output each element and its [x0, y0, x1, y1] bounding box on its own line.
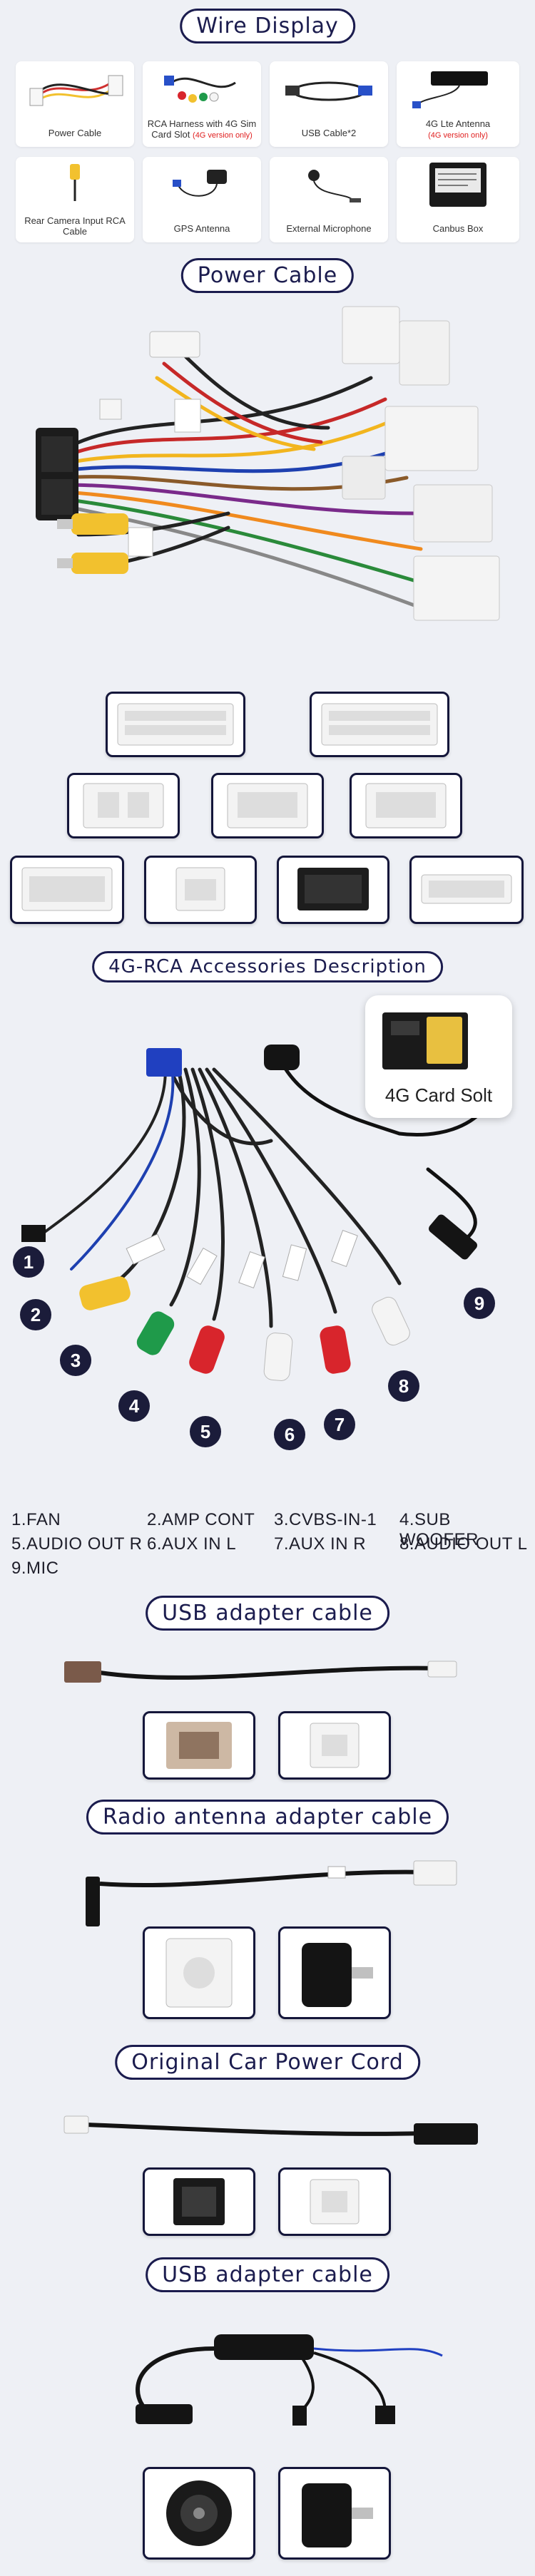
number-badge: 2: [20, 1299, 51, 1330]
power-cable-icon: [29, 75, 123, 106]
wire-item-canbus-box: Canbus Box: [397, 157, 519, 242]
connector-closeup: [211, 773, 324, 838]
wire-item-usb-cable: USB Cable*2: [270, 61, 388, 147]
original-power-cord-illustration: [63, 2115, 478, 2145]
connector-closeup: [277, 856, 389, 924]
legend-item: 4.SUB WOOFER: [399, 1510, 479, 1549]
wire-item-gps-antenna: GPS Antenna: [143, 157, 261, 242]
legend-item: 8.AUDIO OUT L: [399, 1534, 528, 1554]
connector-closeup: [278, 2167, 391, 2236]
section-title-usb-adapter: USB adapter cable: [146, 1596, 389, 1631]
canbus-box-icon: [429, 163, 486, 207]
sim-card-slot-callout: 4G Card Solt: [365, 995, 512, 1118]
number-badge: 7: [324, 1409, 355, 1440]
gps-antenna-icon: [173, 170, 227, 197]
section-title-usb-adapter-2: USB adapter cable: [146, 2257, 389, 2292]
usb-cable-icon: [285, 81, 372, 101]
number-badge: 6: [274, 1419, 305, 1450]
wire-item-label: Rear Camera Input RCA Cable: [24, 215, 126, 237]
connector-closeup: [350, 773, 462, 838]
section-title-radio-antenna: Radio antenna adapter cable: [86, 1800, 449, 1834]
version-note: (4G version only): [193, 131, 253, 140]
number-badge: 4: [118, 1390, 150, 1422]
lte-antenna-icon: [412, 71, 488, 108]
usb-adapter-cable-2-illustration: [136, 2334, 443, 2426]
connector-closeup: [278, 1926, 391, 2019]
connector-closeup: [106, 692, 245, 757]
wire-item-label: USB Cable*2: [301, 128, 357, 138]
legend-item: 5.AUDIO OUT R: [11, 1534, 143, 1554]
wire-item-label: RCA Harness with 4G Sim Card Slot (4G ve…: [147, 118, 257, 140]
legend-item: 3.CVBS-IN-1: [274, 1510, 377, 1529]
connector-closeup: [143, 2167, 255, 2236]
connector-closeup: [143, 1711, 255, 1780]
connector-closeup: [67, 773, 180, 838]
legend-item: 2.AMP CONT: [147, 1510, 255, 1529]
usb-adapter-cable-illustration: [64, 1661, 457, 1683]
wire-item-label: External Microphone: [286, 223, 372, 234]
connector-closeup: [310, 692, 449, 757]
legend-item: 9.MIC: [11, 1559, 59, 1578]
number-badge: 1: [13, 1246, 44, 1278]
legend-item: 7.AUX IN R: [274, 1534, 367, 1554]
section-title-rca-description: 4G-RCA Accessories Description: [92, 951, 443, 982]
wire-item-external-mic: External Microphone: [270, 157, 388, 242]
radio-antenna-cable-illustration: [86, 1860, 457, 1926]
wire-item-rca-harness: RCA Harness with 4G Sim Card Slot (4G ve…: [143, 61, 261, 147]
sim-card-icon: [382, 1012, 468, 1069]
legend-item: 6.AUX IN L: [147, 1534, 237, 1554]
wire-item-power-cable: Power Cable: [16, 61, 134, 147]
connector-closeup: [278, 2467, 391, 2560]
legend-item: 1.FAN: [11, 1510, 61, 1529]
connector-closeup: [409, 856, 524, 924]
rca-harness-illustration: [21, 1045, 495, 1381]
number-badge: 3: [60, 1345, 91, 1376]
connector-closeup: [143, 2467, 255, 2560]
wire-item-label: GPS Antenna: [173, 223, 230, 234]
connector-closeup: [143, 1926, 255, 2019]
wire-item-label: Power Cable: [48, 128, 102, 138]
number-badge: 9: [464, 1288, 495, 1319]
version-note: (4G version only): [428, 131, 488, 140]
connector-closeup: [278, 1711, 391, 1780]
connector-closeup: [10, 856, 124, 924]
connector-closeup: [144, 856, 257, 924]
wire-item-label: Canbus Box: [432, 223, 484, 234]
wire-item-label: 4G Lte Antenna (4G version only): [425, 118, 491, 140]
number-badge: 5: [190, 1416, 221, 1447]
section-title-wire-display: Wire Display: [180, 9, 355, 43]
card-slot-label: 4G Card Solt: [384, 1084, 493, 1106]
wire-item-rear-camera-rca: Rear Camera Input RCA Cable: [16, 157, 134, 242]
section-title-power-cable: Power Cable: [180, 258, 355, 293]
rca-harness-icon: [164, 76, 236, 103]
power-cable-harness-illustration: [36, 306, 500, 621]
number-badge: 8: [388, 1370, 419, 1402]
microphone-icon: [308, 170, 361, 202]
rear-camera-rca-icon: [70, 164, 80, 201]
wire-item-lte-antenna: 4G Lte Antenna (4G version only): [397, 61, 519, 147]
section-title-original-power: Original Car Power Cord: [115, 2045, 420, 2080]
